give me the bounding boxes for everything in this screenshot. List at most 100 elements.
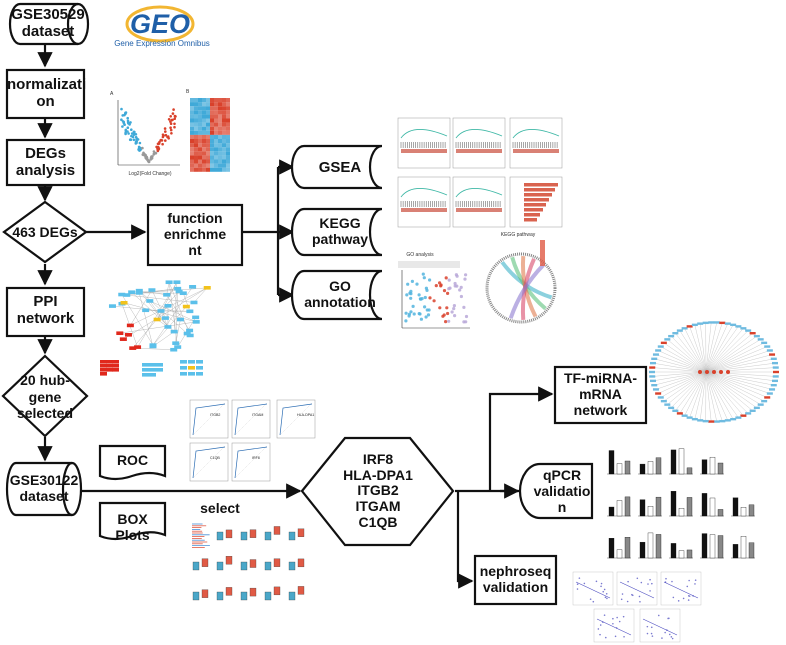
box-control: [240, 531, 248, 541]
box-case: [297, 558, 305, 568]
volcano-point: [126, 116, 129, 120]
go-point: [404, 319, 408, 323]
gsea-curve: [400, 188, 448, 198]
ppi-node: [128, 290, 136, 294]
box-case: [225, 556, 233, 565]
gsea-curve: [455, 188, 503, 198]
volcano-point: [167, 137, 170, 140]
heatmap-cell: [190, 139, 194, 144]
heatmap-cell: [198, 114, 202, 119]
heatmap-cell: [214, 147, 218, 152]
qpcr-bar: [616, 463, 623, 475]
box-case: [297, 528, 305, 537]
heatmap-cell: [202, 126, 206, 131]
ppi-node: [148, 288, 156, 292]
tf-hub-node: [719, 370, 723, 374]
tf-edge: [705, 371, 717, 422]
heatmap-cell: [218, 110, 222, 115]
roc-curve: [234, 446, 268, 479]
tf-edge: [705, 371, 753, 411]
heatmap-cell: [190, 151, 194, 156]
go-point: [425, 308, 429, 312]
volcano-point: [156, 142, 160, 146]
tf-node: [660, 341, 667, 345]
neph-panel: [660, 571, 702, 606]
heatmap-cell: [194, 159, 198, 164]
tf-node: [761, 399, 768, 403]
box-case: [273, 558, 281, 567]
tf-edge: [705, 322, 717, 373]
heatmap-cell: [206, 102, 210, 107]
heatmap-cell: [214, 167, 218, 172]
tf-edge: [684, 328, 707, 373]
volcano-point: [127, 122, 130, 125]
tf-edge: [705, 371, 770, 394]
tf-edge: [689, 326, 707, 373]
gsea-rank: [401, 149, 447, 153]
heatmap-cell: [210, 98, 214, 103]
go-point: [459, 285, 463, 289]
go-point: [428, 278, 432, 282]
qpcr-bar: [686, 549, 693, 559]
tf-edge: [700, 323, 707, 373]
heatmap-cell: [190, 163, 194, 168]
tf-edge: [705, 371, 712, 422]
neph-point: [649, 590, 651, 592]
heatmap-cell: [210, 139, 214, 144]
ppi-node: [188, 360, 195, 364]
volcano-point: [169, 115, 172, 118]
neph-panel: [616, 571, 658, 606]
qpcr-bar: [686, 497, 693, 517]
tf-mirna-label: TF-miRNA- mRNA network: [563, 370, 638, 419]
tf-node: [773, 370, 779, 374]
volcano-point: [121, 125, 124, 128]
box-control: [192, 561, 200, 571]
ppi-node: [161, 316, 169, 320]
qpcr-bar: [740, 507, 747, 517]
tf-node: [749, 409, 756, 412]
ppi-node: [156, 368, 163, 372]
heatmap-cell: [218, 122, 222, 127]
ppi-node: [203, 286, 211, 290]
heatmap-cell: [198, 134, 202, 139]
neph-point: [627, 580, 629, 583]
tf-node: [676, 329, 683, 332]
heatmap-cell: [210, 155, 214, 160]
qpcr-bar: [701, 533, 708, 559]
heatmap-cell: [202, 155, 206, 160]
ppi-node: [188, 372, 195, 376]
ppi-edge: [160, 291, 180, 312]
volcano-point: [126, 126, 130, 129]
neph-point: [646, 632, 649, 635]
neph-point: [640, 581, 643, 584]
neph-point: [650, 626, 653, 629]
heatmap-cell: [206, 134, 210, 139]
qpcr-bar: [701, 459, 708, 475]
tf-node: [668, 334, 675, 338]
heatmap-cell: [206, 106, 210, 111]
tf-edge: [655, 354, 707, 373]
volcano-point: [149, 157, 153, 161]
heatmap-cell: [210, 118, 214, 123]
ppi-node: [142, 363, 149, 367]
go-point: [425, 288, 429, 292]
neph-point: [623, 635, 625, 638]
heatmap-cell: [210, 106, 214, 111]
volcano-point: [130, 134, 133, 138]
volcano-point: [141, 146, 144, 150]
heatmap-cell: [190, 106, 194, 111]
tf-edge: [705, 371, 728, 421]
go-point: [452, 304, 456, 308]
tf-node: [772, 375, 779, 378]
tf-node: [757, 403, 764, 406]
heatmap-cell: [222, 102, 226, 107]
roc-gene-label: ITGAM: [252, 413, 263, 417]
go-point: [439, 284, 443, 288]
heatmap-cell: [190, 98, 194, 103]
gsea-rank: [513, 149, 559, 153]
function-enrichment-label: function enrichme nt: [163, 210, 227, 259]
heatmap-cell: [214, 110, 218, 115]
volcano-point: [167, 118, 171, 121]
box-control: [288, 591, 296, 601]
heatmap-cell: [226, 134, 230, 139]
